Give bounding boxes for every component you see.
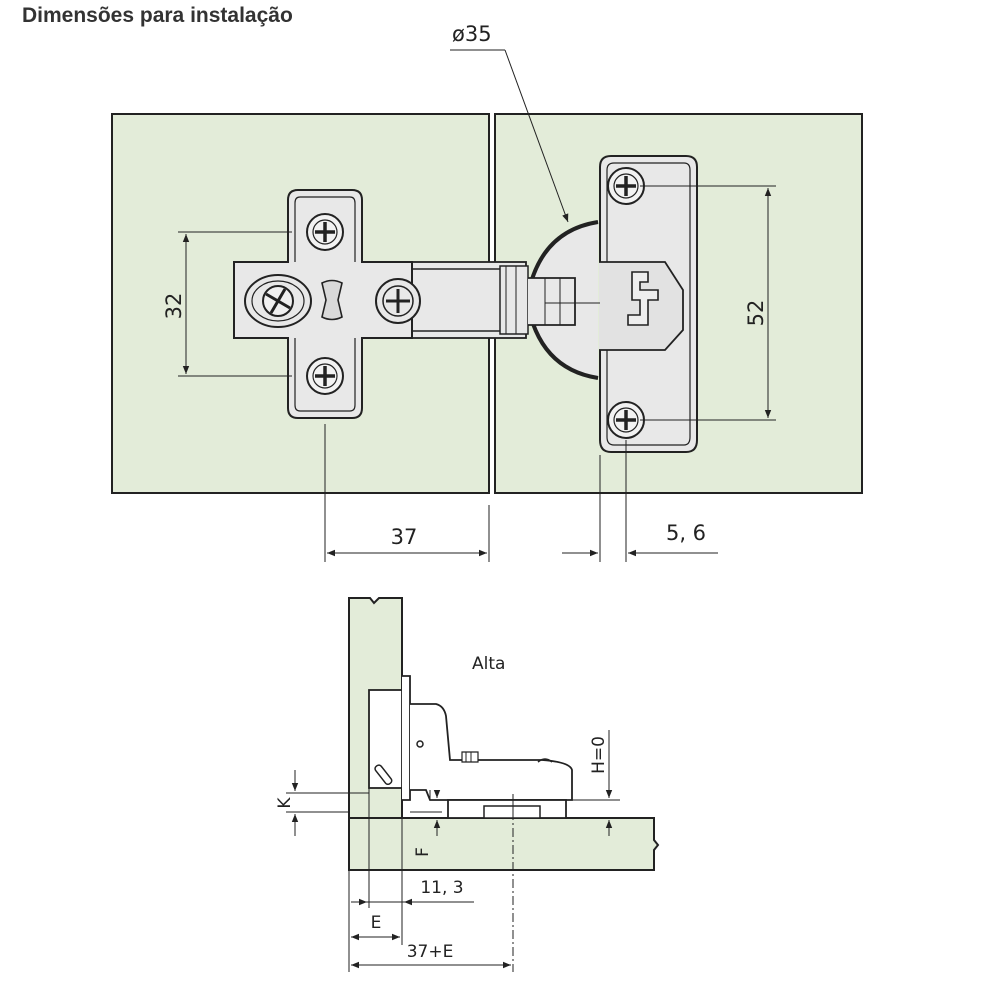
dim-52-label: 52 bbox=[744, 300, 768, 327]
side-hinge-arm bbox=[402, 675, 573, 819]
cup-screw-bottom bbox=[607, 401, 645, 439]
door-panel bbox=[348, 817, 660, 871]
hinge-type-label: Alta bbox=[472, 654, 505, 674]
dim-k-label: K bbox=[275, 797, 295, 809]
brand-logo bbox=[627, 271, 659, 326]
dim-5-6-label: 5, 6 bbox=[666, 521, 706, 545]
dim-37-label: 37 bbox=[391, 525, 418, 549]
cup-screw-top bbox=[607, 167, 645, 205]
adjustment-cam bbox=[244, 274, 312, 328]
dim-32-label: 32 bbox=[162, 293, 186, 320]
dim-37e-label: 37+E bbox=[407, 942, 454, 962]
cup-plate bbox=[599, 155, 698, 453]
page-title: Dimensões para instalação bbox=[22, 4, 293, 27]
plate-screw-top bbox=[306, 213, 344, 251]
side-view: Alta H=0 K F 11, 3 E 37+E bbox=[275, 597, 660, 972]
dim-f-label: F bbox=[413, 847, 433, 857]
mounting-plate bbox=[233, 189, 413, 419]
dim-h-label: H=0 bbox=[589, 736, 609, 774]
dim-11-3-label: 11, 3 bbox=[420, 878, 463, 898]
top-view: 32 52 ø35 37 5, 6 bbox=[111, 22, 863, 562]
plate-screw-bottom bbox=[306, 357, 344, 395]
adjustment-slot bbox=[321, 279, 343, 321]
dim-diameter-label: ø35 bbox=[452, 22, 492, 46]
arm-screw bbox=[375, 278, 421, 324]
dim-e-label: E bbox=[371, 913, 382, 933]
